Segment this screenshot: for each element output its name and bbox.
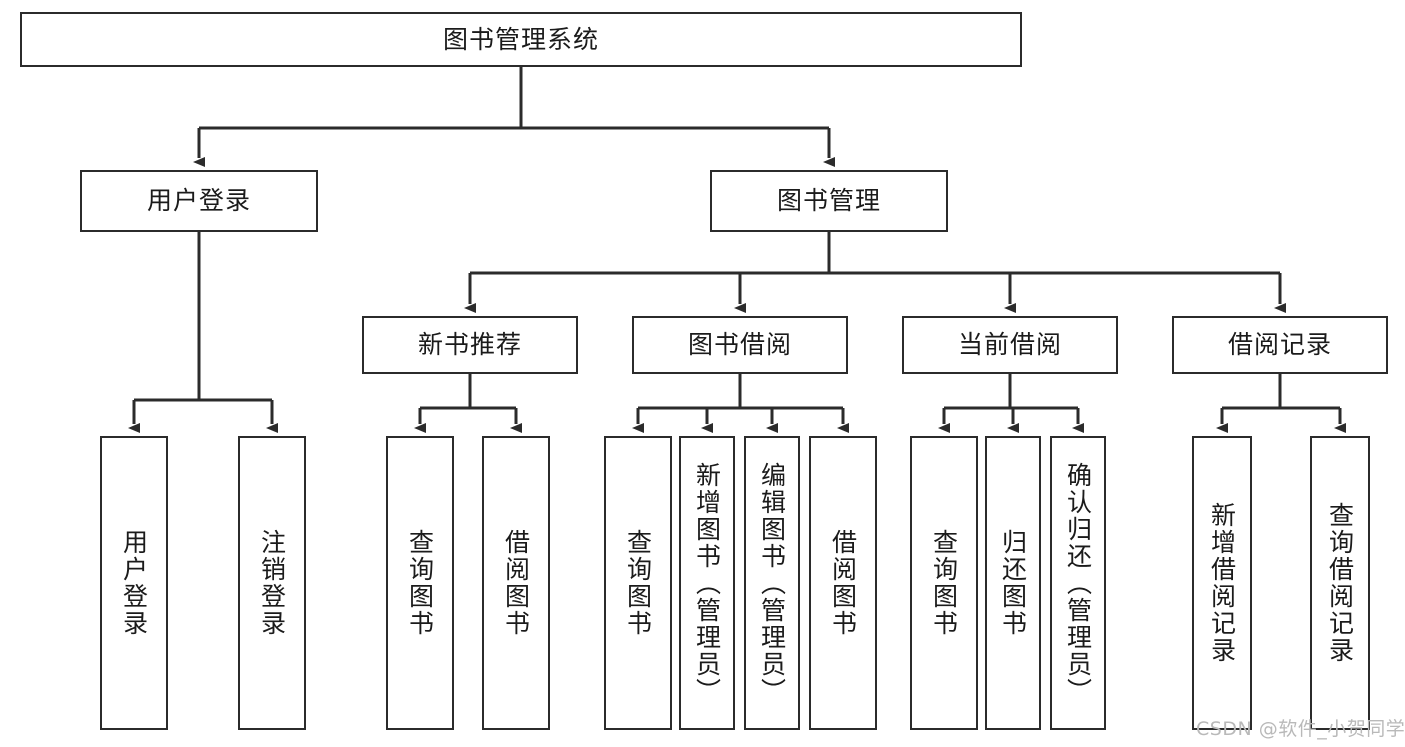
node-label-leaf-query-book-3: 查询图书 [929, 529, 959, 637]
node-label-leaf-confirm-return: 确认归还（管理员） [1063, 461, 1093, 705]
node-label-leaf-borrow-book-1: 借阅图书 [501, 529, 531, 637]
node-user-login[interactable]: 用户登录 [80, 170, 318, 232]
node-label-user-login: 用户登录 [146, 186, 251, 216]
node-leaf-confirm-return[interactable]: 确认归还（管理员） [1050, 436, 1106, 730]
node-leaf-user-login[interactable]: 用户登录 [100, 436, 168, 730]
node-label-book-borrow: 图书借阅 [687, 330, 792, 360]
node-leaf-query-book-2[interactable]: 查询图书 [604, 436, 672, 730]
node-label-leaf-query-book-2: 查询图书 [623, 529, 653, 637]
node-new-book-recommend[interactable]: 新书推荐 [362, 316, 578, 374]
node-label-leaf-borrow-book-2: 借阅图书 [828, 529, 858, 637]
node-label-leaf-edit-book: 编辑图书（管理员） [757, 461, 787, 705]
node-label-leaf-user-logout: 注销登录 [257, 529, 287, 637]
node-leaf-borrow-book-2[interactable]: 借阅图书 [809, 436, 877, 730]
node-label-new-book-recommend: 新书推荐 [417, 330, 522, 360]
node-leaf-query-record[interactable]: 查询借阅记录 [1310, 436, 1370, 730]
node-leaf-add-record[interactable]: 新增借阅记录 [1192, 436, 1252, 730]
node-book-manage[interactable]: 图书管理 [710, 170, 948, 232]
node-leaf-query-book-3[interactable]: 查询图书 [910, 436, 978, 730]
node-label-current-borrow: 当前借阅 [957, 330, 1062, 360]
node-label-book-manage: 图书管理 [776, 186, 881, 216]
node-leaf-edit-book[interactable]: 编辑图书（管理员） [744, 436, 800, 730]
node-leaf-borrow-book-1[interactable]: 借阅图书 [482, 436, 550, 730]
node-label-leaf-query-book-1: 查询图书 [405, 529, 435, 637]
node-label-leaf-user-login: 用户登录 [119, 529, 149, 637]
node-label-leaf-add-record: 新增借阅记录 [1207, 502, 1237, 664]
node-current-borrow[interactable]: 当前借阅 [902, 316, 1118, 374]
node-label-leaf-add-book: 新增图书（管理员） [692, 461, 722, 705]
node-label-leaf-query-record: 查询借阅记录 [1325, 502, 1355, 664]
node-label-root: 图书管理系统 [442, 24, 599, 54]
node-leaf-query-book-1[interactable]: 查询图书 [386, 436, 454, 730]
node-leaf-return-book[interactable]: 归还图书 [985, 436, 1041, 730]
node-label-leaf-return-book: 归还图书 [998, 529, 1028, 637]
node-leaf-add-book[interactable]: 新增图书（管理员） [679, 436, 735, 730]
csdn-watermark: CSDN @软件_小贺同学 [1196, 718, 1405, 740]
node-root[interactable]: 图书管理系统 [20, 12, 1022, 67]
node-borrow-record[interactable]: 借阅记录 [1172, 316, 1388, 374]
node-label-borrow-record: 借阅记录 [1227, 330, 1332, 360]
node-book-borrow[interactable]: 图书借阅 [632, 316, 848, 374]
node-leaf-user-logout[interactable]: 注销登录 [238, 436, 306, 730]
